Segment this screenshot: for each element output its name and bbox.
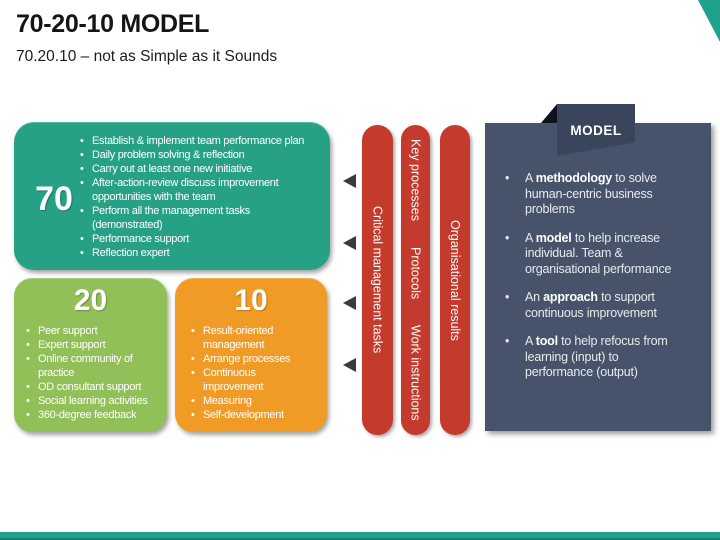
footer-bar — [0, 532, 720, 540]
list-item: Arrange processes — [189, 352, 307, 366]
list-item: Performance support — [78, 232, 318, 246]
list-item: After-action-review discuss improvement … — [78, 176, 318, 204]
bar-label: Organisational results — [448, 219, 462, 341]
bar-label: Protocols — [408, 247, 423, 300]
model-bullet-list: A methodology to solve human-centric bus… — [485, 123, 711, 381]
model-bullet: A tool to help refocus from learning (in… — [501, 334, 689, 381]
list-item: Peer support — [24, 324, 164, 338]
model-bullet: A model to help increase individual. Tea… — [501, 231, 689, 278]
model-panel: A methodology to solve human-centric bus… — [485, 123, 711, 431]
list-item: Measuring — [189, 394, 307, 408]
box-10: 10 Result-oriented management Arrange pr… — [175, 278, 327, 432]
corner-accent-shape — [698, 0, 720, 42]
model-bullet: A methodology to solve human-centric bus… — [501, 171, 689, 218]
list-item: Establish & implement team performance p… — [78, 134, 318, 148]
list-item: Carry out at least one new initiative — [78, 162, 318, 176]
list-item: Continuous improvement — [189, 366, 307, 394]
list-item: Reflection expert — [78, 246, 318, 260]
list-item: OD consultant support — [24, 380, 164, 394]
list-item: Self-development — [189, 408, 307, 422]
box-20-list: Peer support Expert support Online commu… — [24, 324, 164, 422]
arrow-left-icon — [343, 236, 356, 250]
box-10-number: 10 — [234, 284, 268, 317]
bar-label: Critical management tasks — [370, 206, 385, 354]
box-20: 20 Peer support Expert support Online co… — [14, 278, 167, 432]
list-item: Daily problem solving & reflection — [78, 148, 318, 162]
box-20-number: 20 — [73, 284, 108, 317]
arrow-left-icon — [343, 296, 356, 310]
ribbon-fold-shape — [541, 104, 557, 123]
model-ribbon: MODEL — [557, 104, 635, 156]
box-70-list: Establish & implement team performance p… — [78, 134, 318, 260]
list-item: Expert support — [24, 338, 164, 352]
list-item: 360-degree feedback — [24, 408, 164, 422]
bar-label: Work instructions — [408, 325, 423, 421]
arrow-left-icon — [343, 174, 356, 188]
box-10-list: Result-oriented management Arrange proce… — [189, 324, 307, 422]
box-70-number: 70 — [35, 180, 73, 218]
list-item: Online community of practice — [24, 352, 164, 380]
box-70: 70 Establish & implement team performanc… — [14, 122, 330, 270]
list-item: Social learning activities — [24, 394, 164, 408]
bar-critical-management-tasks: Critical management tasks — [362, 125, 393, 435]
page-title: 70-20-10 MODEL — [16, 10, 210, 38]
bar-processes: Key processes Protocols Work instruction… — [401, 125, 430, 435]
list-item: Perform all the management tasks (demons… — [78, 204, 318, 232]
bar-label: Key processes — [408, 139, 423, 221]
arrow-left-icon — [343, 358, 356, 372]
list-item: Result-oriented management — [189, 324, 307, 352]
bar-organisational-results: Organisational results — [440, 125, 470, 435]
page-subtitle: 70.20.10 – not as Simple as it Sounds — [16, 48, 278, 65]
model-ribbon-label: MODEL — [570, 123, 622, 138]
model-bullet: An approach to support continuous improv… — [501, 290, 689, 321]
